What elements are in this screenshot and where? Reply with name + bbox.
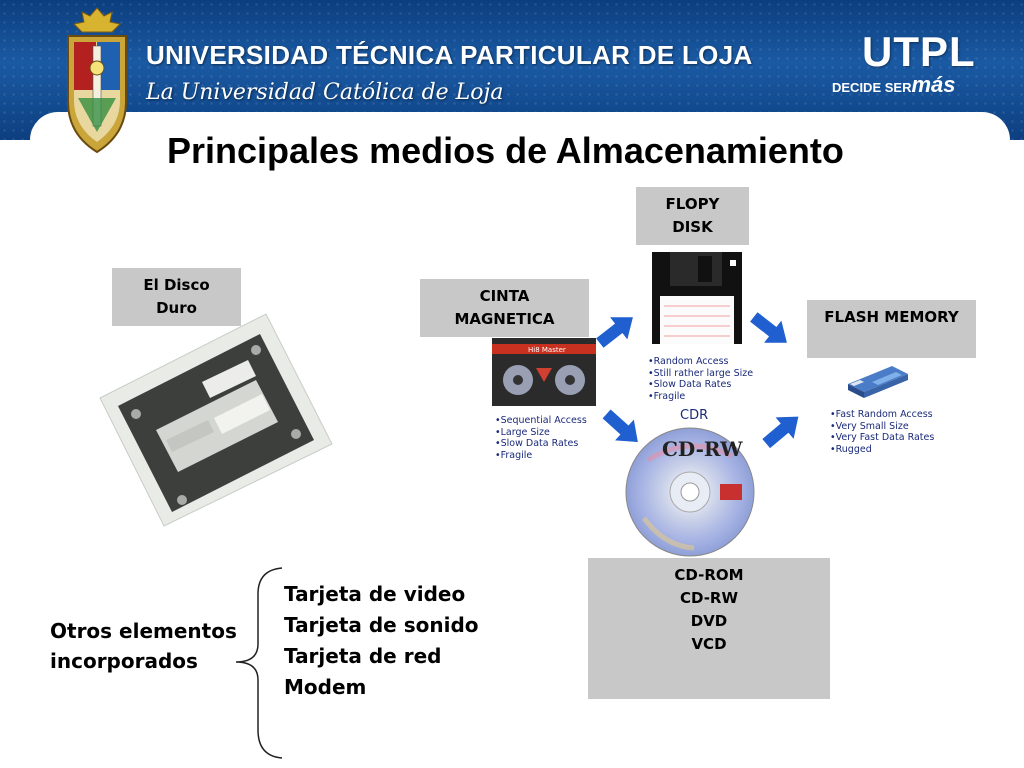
- tape-bullet: Large Size: [495, 427, 587, 439]
- otros-line-1: Otros elementos: [50, 619, 237, 643]
- component-item: Tarjeta de red: [284, 644, 442, 668]
- component-item: Tarjeta de sonido: [284, 613, 479, 637]
- arrow-down-right-icon: [750, 312, 787, 343]
- tagline-big: más: [911, 72, 956, 97]
- label-box-flash-memory: FLASH MEMORY: [807, 300, 976, 358]
- university-subtitle: La Universidad Católica de Loja: [146, 80, 504, 105]
- label-box-cd-formats: CD-ROM CD-RW DVD VCD: [588, 558, 830, 699]
- cd-format-item: DVD: [690, 612, 728, 630]
- otros-line-2: incorporados: [50, 649, 198, 673]
- cd-format-item: CD-ROM: [674, 566, 744, 584]
- curly-brace-icon: [235, 567, 283, 759]
- label-box-flopy-disk: FLOPY DISK: [636, 187, 749, 245]
- flash-bullet: Very Fast Data Rates: [830, 432, 935, 444]
- tape-bullet: Sequential Access: [495, 415, 587, 427]
- flash-label: FLASH MEMORY: [824, 308, 959, 326]
- cinta-line-2: MAGNETICA: [454, 310, 555, 328]
- tape-bullet: Slow Data Rates: [495, 438, 587, 450]
- component-item: Modem: [284, 675, 367, 699]
- university-name: UNIVERSIDAD TÉCNICA PARTICULAR DE LOJA: [146, 40, 753, 70]
- arrow-up-right-icon: [596, 317, 633, 348]
- floppy-bullets: Random Access Still rather large Size Sl…: [648, 356, 754, 403]
- label-box-disco-duro: El Disco Duro: [112, 268, 241, 326]
- cd-format-item: VCD: [691, 635, 727, 653]
- disco-line-1: El Disco: [143, 276, 210, 294]
- cd-disc-text: CD-RW: [662, 437, 743, 461]
- magnetic-tape-image: Hi8 Master: [492, 338, 596, 406]
- flash-bullet: Fast Random Access: [830, 409, 934, 421]
- cinta-line-1: CINTA: [479, 287, 530, 305]
- tape-bullets: Sequential Access Large Size Slow Data R…: [495, 415, 587, 461]
- hard-disk-image: [99, 313, 333, 527]
- disco-line-2: Duro: [156, 299, 197, 317]
- floppy-bullet: Still rather large Size: [648, 368, 754, 380]
- floppy-bullet: Slow Data Rates: [648, 379, 753, 391]
- otros-elementos-label: Otros elementos incorporados: [50, 616, 237, 676]
- header-curve: [30, 112, 1010, 140]
- flash-bullets: Fast Random Access Very Small Size Very …: [830, 409, 935, 456]
- arrow-up-right-icon: [762, 416, 799, 449]
- flash-bullet: Rugged: [830, 444, 934, 456]
- university-crest-icon: [67, 7, 127, 154]
- tape-brand-text: Hi8 Master: [528, 346, 566, 354]
- arrow-down-right-icon: [602, 409, 638, 443]
- label-box-cinta-magnetica: CINTA MAGNETICA: [420, 279, 589, 337]
- cd-format-item: CD-RW: [679, 589, 739, 607]
- slide-title: Principales medios de Almacenamiento: [167, 130, 844, 171]
- header-banner: UNIVERSIDAD TÉCNICA PARTICULAR DE LOJA L…: [0, 0, 1024, 140]
- flopy-line-1: FLOPY: [665, 195, 720, 213]
- arrows-layer: [596, 312, 799, 449]
- cdr-label: CDR: [680, 408, 709, 423]
- component-item: Tarjeta de video: [284, 582, 466, 606]
- floppy-bullet: Fragile: [648, 391, 753, 403]
- flash-drive-image: [848, 366, 908, 398]
- tagline-small: DECIDE SER: [832, 80, 912, 95]
- flopy-line-2: DISK: [672, 218, 713, 236]
- floppy-disk-image: [652, 252, 742, 344]
- tape-bullet: Fragile: [495, 450, 587, 462]
- floppy-bullet: Random Access: [648, 356, 753, 368]
- cd-rw-disc-image: CD-RW: [625, 427, 755, 557]
- component-list: Tarjeta de video Tarjeta de sonido Tarje…: [284, 579, 479, 703]
- tagline: DECIDE SERmás: [832, 72, 956, 98]
- flash-bullet: Very Small Size: [830, 421, 934, 433]
- utpl-logo: UTPL: [862, 28, 976, 75]
